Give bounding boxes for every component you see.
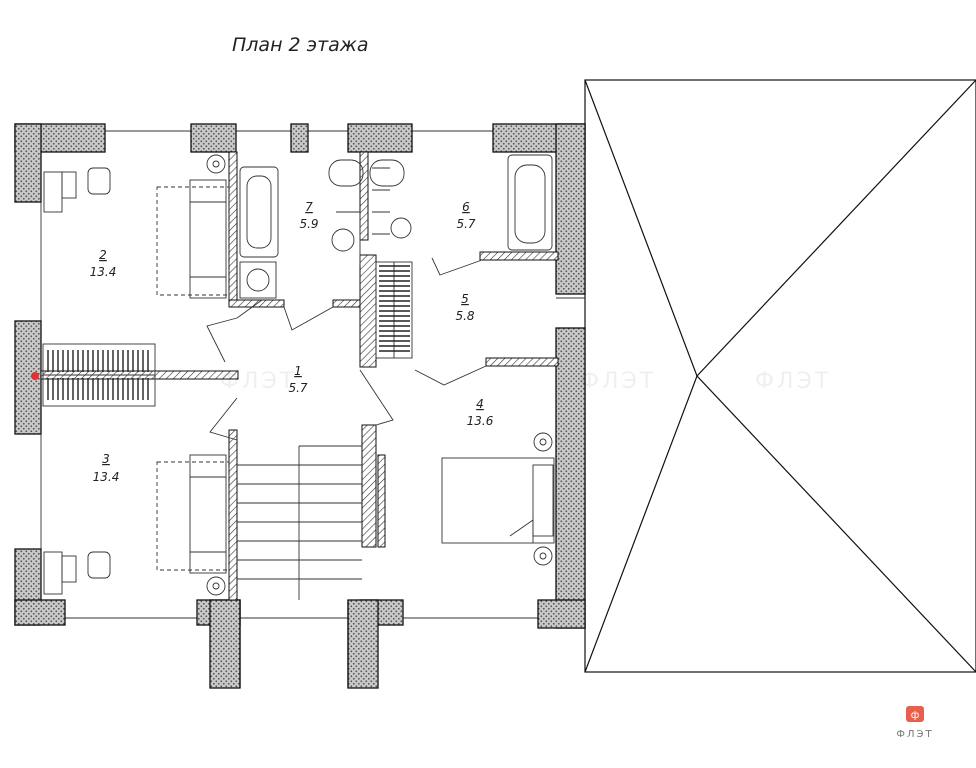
room-number: 4 (476, 397, 484, 411)
room-2-furniture (43, 154, 230, 299)
room-area: 13.4 (90, 265, 117, 279)
wardrobe-hangers-room-5 (379, 265, 410, 352)
room-label-5: 5 5.8 (455, 292, 474, 323)
room-label-2: 2 13.4 (90, 248, 117, 279)
room-label-3: 3 13.4 (93, 452, 120, 484)
wardrobe-hangers (47, 350, 149, 400)
watermark: ФЛЭТ (580, 369, 656, 394)
room-4-furniture (441, 432, 555, 566)
room-number: 6 (462, 200, 470, 214)
room-area: 13.4 (93, 470, 120, 484)
room-number: 5 (461, 292, 469, 306)
room-number: 1 (294, 364, 302, 378)
room-area: 5.8 (455, 309, 474, 323)
room-3-furniture (43, 454, 230, 596)
room-number: 7 (305, 200, 313, 214)
watermark: ФЛЭТ (755, 369, 831, 394)
logo-glyph: ф (911, 710, 920, 721)
room-label-7: 7 5.9 (299, 200, 318, 231)
room-number: 2 (99, 248, 107, 262)
brand-logo: ф ФЛЭТ (896, 706, 933, 740)
logo-text: ФЛЭТ (896, 729, 933, 740)
room-area: 13.6 (467, 414, 494, 428)
room-label-1: 1 5.7 (288, 364, 307, 395)
logo-badge-icon (906, 706, 924, 722)
room-label-6: 6 5.7 (456, 200, 475, 231)
room-5-wardrobe (375, 261, 413, 359)
doors (206, 257, 487, 441)
room-area: 5.9 (299, 217, 318, 231)
wardrobe-rooms-2-3 (42, 343, 156, 407)
room-area: 5.7 (288, 381, 307, 395)
watermark: ФЛЭТ (220, 369, 296, 394)
room-label-4: 4 13.6 (467, 397, 494, 428)
staircase (237, 445, 362, 600)
room-7-fixtures (239, 159, 364, 299)
room-number: 3 (102, 452, 110, 466)
room-6-fixtures (369, 154, 553, 251)
exterior-walls (14, 123, 586, 689)
marker-dot (31, 372, 39, 380)
room-area: 5.7 (456, 217, 475, 231)
plan-title: План 2 этажа (232, 34, 369, 56)
